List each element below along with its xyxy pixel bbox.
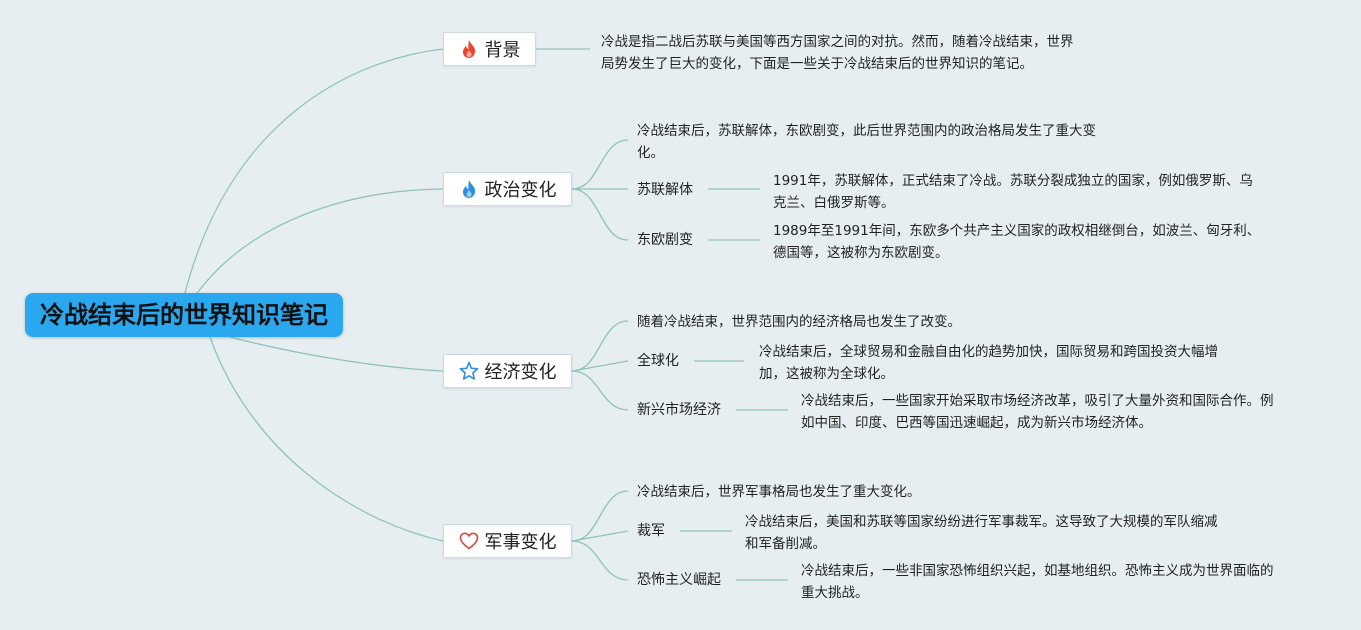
military-intro: 冷战结束后，世界军事格局也发生了重大变化。 [637,484,921,500]
branch-background[interactable]: 背景 [443,32,536,66]
branch-label: 背景 [484,40,521,61]
economy-sub-emerging-markets[interactable]: 新兴市场经济 [637,402,721,418]
military-sub-disarmament[interactable]: 裁军 [637,523,665,539]
politics-intro: 冷战结束后，苏联解体，东欧剧变，此后世界范围内的政治格局发生了重大变 化。 [637,123,1096,161]
economy-intro: 随着冷战结束，世界范围内的经济格局也发生了改变。 [637,314,961,330]
politics-sub-eastern-europe-desc: 1989年至1991年间，东欧多个共产主义国家的政权相继倒台，如波兰、匈牙利、 … [773,223,1261,261]
branch-label: 政治变化 [484,180,557,201]
flame-icon [462,180,475,198]
politics-sub-ussr-desc: 1991年，苏联解体，正式结束了冷战。苏联分裂成独立的国家，例如俄罗斯、乌 克兰… [773,173,1253,211]
star-icon [459,361,478,380]
branch-politics[interactable]: 政治变化 [443,172,572,206]
economy-sub-emerging-markets-desc: 冷战结束后，一些国家开始采取市场经济改革，吸引了大量外资和国际合作。例 如中国、… [801,393,1274,431]
branch-background-desc: 冷战是指二战后苏联与美国等西方国家之间的对抗。然而，随着冷战结束，世界 局势发生… [601,34,1074,72]
military-sub-disarmament-desc: 冷战结束后，美国和苏联等国家纷纷进行军事裁军。这导致了大规模的军队缩减 和军备削… [745,514,1218,552]
heart-icon [459,532,478,550]
branch-label: 军事变化 [484,532,557,553]
politics-sub-ussr[interactable]: 苏联解体 [637,182,693,198]
branch-economy[interactable]: 经济变化 [443,354,572,388]
economy-sub-globalization[interactable]: 全球化 [637,353,679,369]
root-topic[interactable]: 冷战结束后的世界知识笔记 [25,293,343,337]
politics-sub-eastern-europe[interactable]: 东欧剧变 [637,232,693,248]
fire-icon [462,40,475,58]
economy-sub-globalization-desc: 冷战结束后，全球贸易和金融自由化的趋势加快，国际贸易和跨国投资大幅增 加，这被称… [759,344,1218,382]
military-sub-terrorism[interactable]: 恐怖主义崛起 [637,572,721,588]
military-sub-terrorism-desc: 冷战结束后，一些非国家恐怖组织兴起，如基地组织。恐怖主义成为世界面临的 重大挑战… [801,563,1274,601]
branch-military[interactable]: 军事变化 [443,524,572,558]
branch-label: 经济变化 [484,362,557,383]
